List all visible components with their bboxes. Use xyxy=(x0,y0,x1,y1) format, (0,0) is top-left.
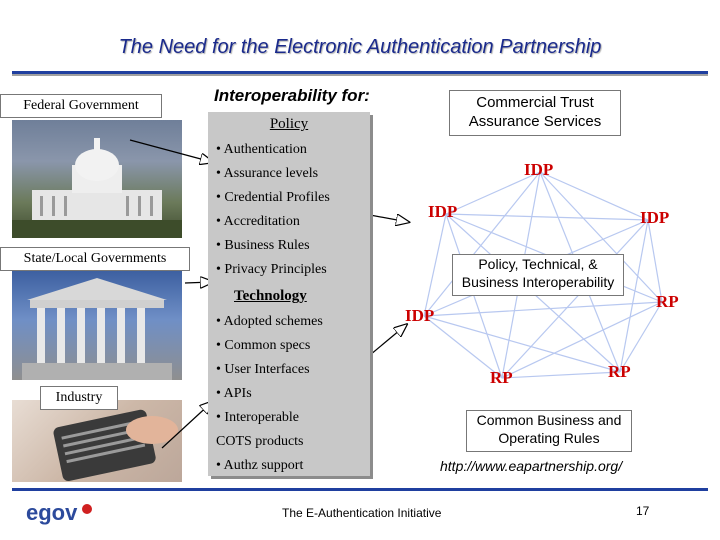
technology-list: • Adopted schemes • Common specs • User In… xyxy=(216,310,323,478)
egov-logo: egov xyxy=(26,500,106,530)
policy-to-network-arrow xyxy=(369,215,408,222)
node-rp-bottom-left: RP xyxy=(490,368,513,387)
list-item: • Privacy Principles xyxy=(216,262,327,277)
list-item: COTS products xyxy=(216,434,304,449)
state-government-label: State/Local Governments xyxy=(0,247,190,271)
title-rule-shadow xyxy=(12,74,708,76)
list-item: • Interoperable xyxy=(216,410,300,425)
industry-label: Industry xyxy=(40,386,118,410)
list-item: • Adopted schemes xyxy=(216,314,323,329)
title-rule xyxy=(12,71,708,74)
eap-url: http://www.eapartnership.org/ xyxy=(440,458,623,474)
node-rp-bottom-right: RP xyxy=(608,362,631,381)
list-item: • Accreditation xyxy=(216,214,300,229)
business-rules-box: Common Business and Operating Rules xyxy=(466,410,632,452)
list-item: • User Interfaces xyxy=(216,362,310,377)
technology-box: Technology • Adopted schemes • Common spe… xyxy=(208,284,370,476)
egov-logo-mark xyxy=(81,504,92,514)
interoperability-heading: Interoperability for: xyxy=(214,86,370,105)
list-item: • Credential Profiles xyxy=(216,190,330,205)
federal-government-label: Federal Government xyxy=(0,94,162,118)
list-item: • Authz support xyxy=(216,458,304,473)
node-idp-right: IDP xyxy=(640,208,670,227)
node-rp-right: RP xyxy=(656,292,679,311)
policy-box: Policy • Authentication • Assurance level… xyxy=(208,112,370,284)
industry-arrow xyxy=(161,402,212,449)
node-idp-left: IDP xyxy=(428,202,458,221)
state-building-icon xyxy=(22,278,172,380)
list-item: • Authentication xyxy=(216,142,307,157)
industry-photo xyxy=(12,400,182,482)
node-idp-mid: IDP xyxy=(405,306,435,325)
state-arrow xyxy=(184,282,212,283)
list-item: • Common specs xyxy=(216,338,311,353)
list-item: • Business Rules xyxy=(216,238,310,253)
commercial-trust-box: Commercial Trust Assurance Services xyxy=(449,90,621,136)
technology-heading: Technology xyxy=(234,288,307,304)
capitol-building-icon xyxy=(12,138,182,238)
handheld-device-icon xyxy=(53,409,178,482)
policy-heading: Policy xyxy=(269,116,309,132)
technology-to-network-arrow xyxy=(369,325,406,356)
footer-rule xyxy=(12,488,708,491)
footer-initiative-text: The E-Authentication Initiative xyxy=(282,506,442,520)
state-government-photo xyxy=(12,270,182,380)
slide-title: The Need for the Electronic Authenticati… xyxy=(118,36,602,58)
node-idp-top: IDP xyxy=(524,160,554,179)
list-item: • APIs xyxy=(216,386,252,401)
page-number: 17 xyxy=(636,504,650,518)
policy-list: • Authentication • Assurance levels • Cred… xyxy=(216,138,330,282)
list-item: • Assurance levels xyxy=(216,166,319,181)
interoperability-center-box: Policy, Technical, & Business Interopera… xyxy=(452,254,624,296)
federal-arrow xyxy=(129,139,212,162)
egov-logo-text: egov xyxy=(26,500,78,525)
federal-government-photo xyxy=(12,120,182,238)
